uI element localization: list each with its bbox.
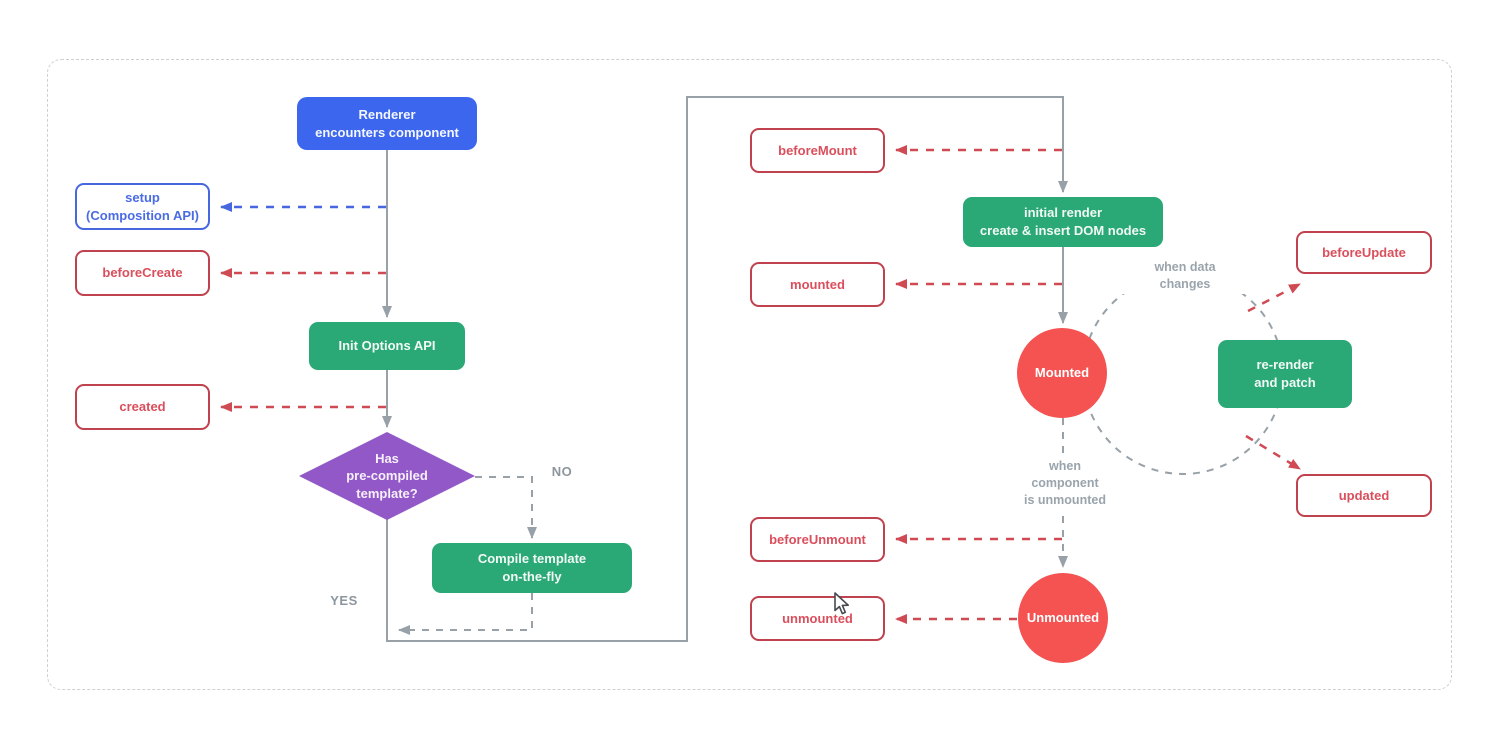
edge-label-no: NO <box>551 464 573 479</box>
diagram-canvas <box>47 59 1452 690</box>
edge-label-when-component-unmounted: when component is unmounted <box>1010 457 1120 510</box>
node-initial-render: initial render create & insert DOM nodes <box>963 197 1163 247</box>
node-compile-template: Compile template on-the-fly <box>432 543 632 593</box>
node-renderer-encounters-component: Renderer encounters component <box>297 97 477 150</box>
node-beforeunmount-hook: beforeUnmount <box>750 517 885 562</box>
node-updated-hook: updated <box>1296 474 1432 517</box>
node-re-render-and-patch: re-render and patch <box>1218 340 1352 408</box>
edge-label-yes: YES <box>330 593 358 608</box>
state-mounted-circle: Mounted <box>1017 328 1107 418</box>
node-setup-composition-api: setup (Composition API) <box>75 183 210 230</box>
node-created-hook: created <box>75 384 210 430</box>
node-init-options-api: Init Options API <box>309 322 465 370</box>
node-mounted-hook: mounted <box>750 262 885 307</box>
node-unmounted-hook: unmounted <box>750 596 885 641</box>
mouse-cursor-icon <box>834 592 849 615</box>
node-beforeupdate-hook: beforeUpdate <box>1296 231 1432 274</box>
state-unmounted-circle: Unmounted <box>1018 573 1108 663</box>
node-beforemount-hook: beforeMount <box>750 128 885 173</box>
node-beforecreate-hook: beforeCreate <box>75 250 210 296</box>
edge-label-when-data-changes: when data changes <box>1121 258 1249 294</box>
